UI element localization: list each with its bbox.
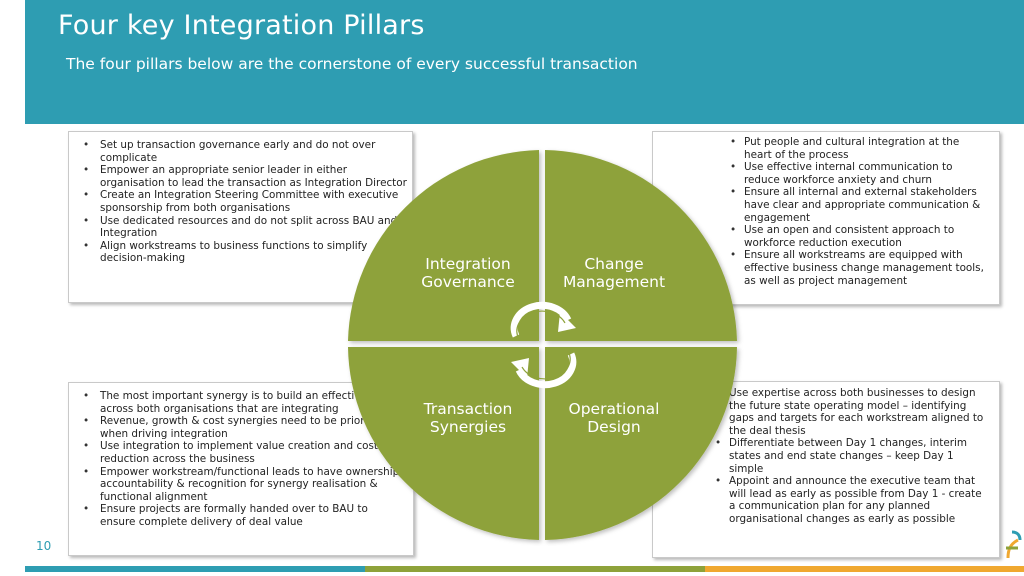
arrow-outline-icon: [516, 310, 571, 380]
bullet-item: Revenue, growth & cost synergies need to…: [83, 415, 405, 440]
label-operational-design: Operational Design: [549, 400, 679, 436]
label-line: Synergies: [429, 418, 507, 436]
footer-bar-orange: [705, 566, 1024, 572]
label-line: Governance: [421, 273, 515, 291]
bullet-item: Put people and cultural integration at t…: [730, 136, 989, 161]
quadrant-synergies: [348, 347, 539, 540]
label-line: Design: [587, 418, 641, 436]
operational-design-text-box: Use expertise across both businesses to …: [652, 381, 1000, 558]
bullet-item: Set up transaction governance early and …: [83, 139, 412, 164]
cycle-arrows-icon: [510, 301, 577, 389]
bullet-item: Align workstreams to business functions …: [83, 240, 412, 265]
quadrant-change-management: [545, 150, 737, 341]
header-banner: [25, 0, 1024, 124]
label-line: Management: [562, 273, 666, 291]
synergies-text-box: The most important synergy is to build a…: [68, 382, 414, 556]
quadrant-governance: [348, 150, 539, 341]
label-line: Integration: [425, 255, 511, 273]
bullet-item: Appoint and announce the executive team …: [715, 475, 987, 525]
bullet-item: The most important synergy is to build a…: [83, 390, 405, 415]
page-number: 10: [36, 539, 52, 553]
pillars-circle: [348, 150, 737, 540]
footer-bar-green: [365, 566, 705, 572]
bullet-item: Use an open and consistent approach to w…: [730, 224, 989, 249]
bullet-item: Empower an appropriate senior leader in …: [83, 164, 412, 189]
brand-logo-icon: [1006, 530, 1022, 559]
label-governance: Integration Governance: [403, 255, 533, 291]
arrow-head-icon: [558, 312, 576, 332]
bullet-item: Ensure all workstreams are equipped with…: [730, 249, 989, 287]
bullet-item: Ensure all internal and external stakeho…: [730, 186, 989, 224]
bullet-item: Use effective internal communication to …: [730, 161, 989, 186]
bullet-item: Use dedicated resources and do not split…: [83, 215, 412, 240]
footer-bar-teal: [25, 566, 365, 572]
page-subtitle: The four pillars below are the cornersto…: [66, 55, 638, 73]
page-title: Four key Integration Pillars: [58, 10, 425, 41]
label-line: Operational: [568, 400, 660, 418]
label-synergies: Transaction Synergies: [403, 400, 533, 436]
governance-bullets: Set up transaction governance early and …: [69, 139, 412, 265]
synergies-bullets: The most important synergy is to build a…: [69, 390, 405, 529]
bullet-item: Create an Integration Steering Committee…: [83, 189, 412, 214]
arrow-head-icon: [511, 358, 529, 378]
label-line: Transaction: [423, 400, 513, 418]
operational-design-bullets: Use expertise across both businesses to …: [653, 387, 987, 526]
change-management-bullets: Put people and cultural integration at t…: [653, 136, 989, 287]
bullet-item: Differentiate between Day 1 changes, int…: [715, 437, 987, 475]
quadrant-operational-design: [545, 347, 737, 540]
label-change-management: Change Management: [549, 255, 679, 291]
bullet-item: Use integration to implement value creat…: [83, 440, 405, 465]
governance-text-box: Set up transaction governance early and …: [68, 131, 413, 303]
bullet-item: Use expertise across both businesses to …: [715, 387, 987, 437]
bullet-item: Empower workstream/functional leads to h…: [83, 466, 405, 504]
label-line: Change: [584, 255, 644, 273]
bullet-item: Ensure projects are formally handed over…: [83, 503, 405, 528]
